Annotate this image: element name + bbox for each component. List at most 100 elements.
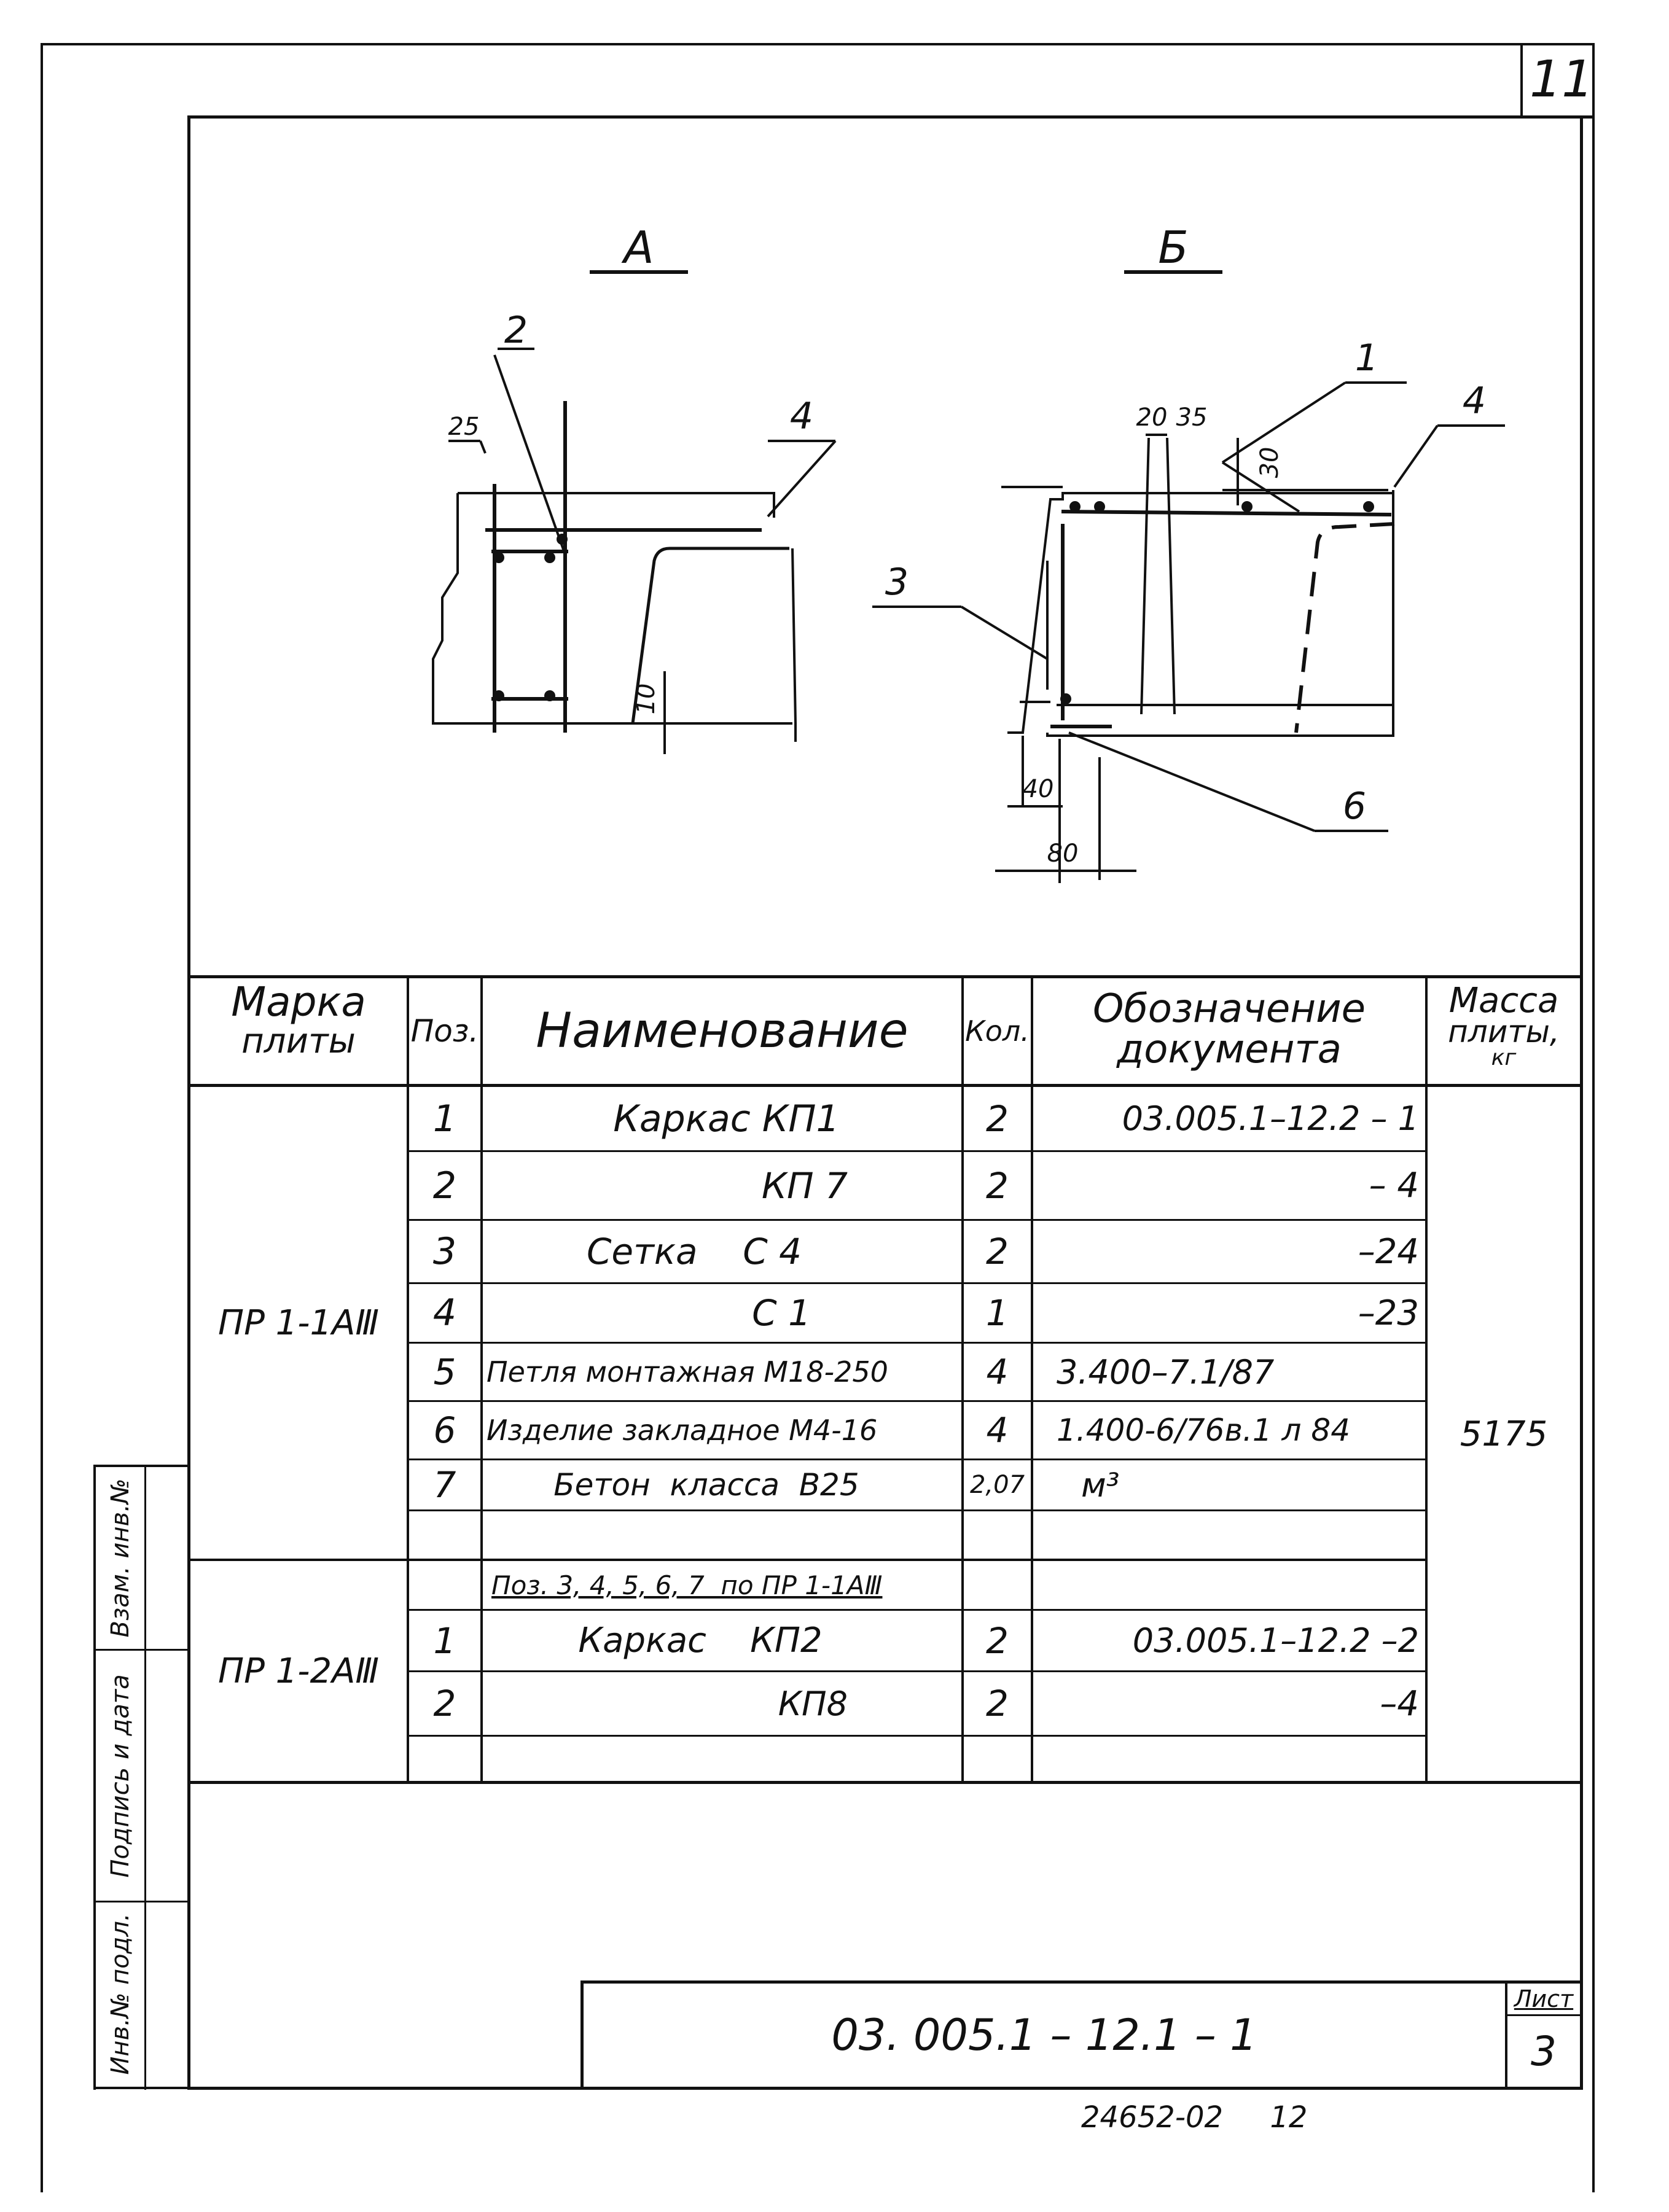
header-mass-line1: Масса: [1448, 981, 1559, 1021]
group-separator-line: [187, 1559, 1426, 1561]
view-b-callout-3: 3: [885, 561, 909, 604]
row-name: Бетон класса В25: [553, 1467, 859, 1503]
section-drawings: А Б 2 4 1 4 3 6 25 10 20 35 30 40 80: [432, 222, 1505, 883]
header-mark: Марка плиты: [190, 978, 407, 1061]
inner-frame-left: [187, 115, 190, 2090]
col-line-mark: [407, 975, 409, 1782]
title-block-sheet-number: 3: [1531, 2028, 1557, 2075]
view-b-dim-40: 40: [1023, 775, 1054, 803]
view-b-callout-4: 4: [1463, 380, 1486, 423]
row-pos: 1: [432, 1097, 457, 1140]
row-doc: 03.005.1–12.2 – 1: [1122, 1099, 1419, 1138]
row-name: Изделие закладное М4-16: [487, 1414, 878, 1447]
inner-frame-bottom: [187, 2087, 1583, 2090]
view-b-dim-20: 20: [1136, 403, 1168, 432]
view-a-title: А: [621, 222, 654, 273]
row-qty: 4: [986, 1352, 1009, 1392]
row-line: [407, 1609, 1425, 1611]
title-block-left: [580, 1980, 584, 2090]
table-header-bottom-line: [187, 1084, 1583, 1087]
row-pos: [409, 1561, 480, 1609]
row-name: КП 7: [761, 1164, 848, 1207]
row-qty: [964, 1737, 1031, 1781]
row-doc: [1057, 1511, 1419, 1559]
group2-mark: ПР 1-2АⅢ: [217, 1651, 380, 1691]
row-qty: 1: [986, 1292, 1009, 1334]
header-mark-line2: плиты: [241, 1021, 356, 1061]
row-doc: [1057, 1561, 1419, 1609]
header-doc-line2: документа: [1117, 1027, 1342, 1072]
row-name: Каркас КП2: [578, 1621, 823, 1661]
row-name: Каркас КП1: [613, 1097, 840, 1140]
row-name: [491, 1737, 961, 1781]
side-stamp-bottom-line: [93, 2087, 189, 2089]
header-doc: Обозначение документа: [1033, 989, 1425, 1070]
row-qty: [964, 1561, 1031, 1609]
row-name: Сетка С 4: [586, 1231, 802, 1272]
view-a-dim-25: 25: [448, 413, 480, 441]
row-name: Петля монтажная М18-250: [487, 1355, 888, 1388]
row-doc: – 4: [1369, 1166, 1419, 1205]
row-pos: 7: [433, 1464, 456, 1506]
row-line: [407, 1282, 1425, 1284]
row-pos: [409, 1737, 480, 1781]
row-qty: 4: [986, 1410, 1009, 1451]
inner-frame-right: [1580, 115, 1583, 2090]
title-block-sheet-divider: [1505, 1980, 1507, 2090]
row-pos: 4: [432, 1291, 457, 1334]
row-qty: 2: [986, 1231, 1009, 1272]
row-pos: 5: [433, 1351, 456, 1393]
outer-border-top: [41, 43, 1595, 45]
view-a-callout-2: 2: [504, 309, 528, 352]
row-line: [407, 1670, 1425, 1672]
title-block-sheet-label: Лист: [1514, 1985, 1574, 2012]
row-line: [407, 1400, 1425, 1402]
row-doc: 1.400-6/76в.1 л 84: [1057, 1412, 1351, 1448]
row-doc: –4: [1380, 1683, 1419, 1724]
row-line: [407, 1509, 1425, 1511]
row-line: [407, 1342, 1425, 1344]
row-name: [491, 1511, 961, 1559]
header-mass-line2: плиты,: [1448, 1014, 1560, 1050]
row-pos: 1: [433, 1619, 456, 1662]
col-line-pos: [480, 975, 483, 1782]
row-pos: 6: [433, 1409, 456, 1451]
view-b-callout-6: 6: [1343, 785, 1366, 828]
title-block-sheet-label-line: [1505, 2014, 1583, 2016]
group1-mass: 5175: [1460, 1414, 1548, 1454]
view-b-title: Б: [1158, 222, 1188, 273]
view-a-dim-10: 10: [632, 683, 660, 715]
view-a-callout-4: 4: [790, 395, 813, 438]
side-stamp-replace-inventory: Взам. инв.№: [106, 1478, 135, 1638]
row-qty: 2,07: [969, 1471, 1025, 1499]
header-mark-line1: Марка: [231, 978, 366, 1026]
row-name: С 1: [752, 1292, 811, 1334]
title-block-code: 03. 005.1 – 12.1 – 1: [831, 2010, 1257, 2060]
side-stamp-signature-date: Подпись и дата: [106, 1674, 135, 1878]
row-pos: 2: [432, 1164, 457, 1207]
corner-box-left: [1520, 43, 1523, 117]
row-name: КП8: [778, 1684, 848, 1723]
row-qty: 2: [986, 1683, 1009, 1724]
header-mass: Масса плиты, кг: [1428, 981, 1580, 1069]
row-doc: 03.005.1–12.2 –2: [1132, 1621, 1419, 1660]
side-stamp-left-line: [93, 1465, 96, 2090]
view-b-dim-30: 30: [1256, 447, 1284, 478]
view-b-callout-1: 1: [1355, 337, 1378, 380]
col-line-qty: [1031, 975, 1033, 1782]
row-doc: м³: [1081, 1465, 1120, 1505]
row-line: [407, 1458, 1425, 1460]
row-line: [407, 1150, 1425, 1152]
header-doc-line1: Обозначение: [1092, 986, 1366, 1032]
row-qty: 2: [986, 1164, 1009, 1207]
header-pos: Поз.: [410, 1013, 479, 1049]
outer-border-right: [1592, 43, 1595, 2192]
side-stamp-div1: [93, 1649, 189, 1651]
row-doc: –24: [1358, 1231, 1419, 1272]
view-b-dim-80: 80: [1047, 839, 1079, 868]
table-top-line: [187, 975, 1583, 978]
title-block-top: [580, 1980, 1583, 1984]
row-doc: [1057, 1737, 1419, 1781]
row-qty: 2: [986, 1619, 1009, 1662]
side-stamp-inner-line: [144, 1465, 146, 2090]
